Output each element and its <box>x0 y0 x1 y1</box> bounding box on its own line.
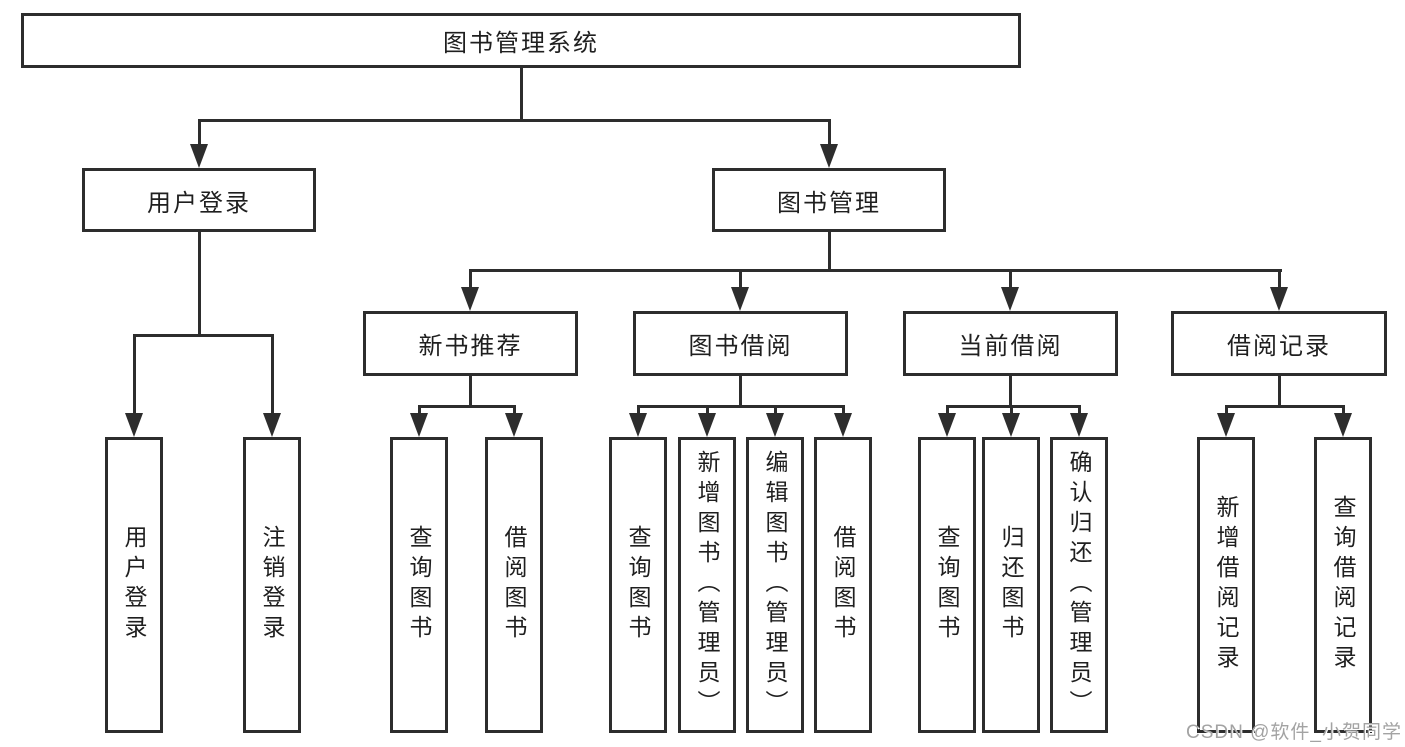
leaf-query-borrow-record-label: 查询借阅记录 <box>1330 495 1356 675</box>
leaf-query-books-recommend-label: 查询图书 <box>406 525 432 645</box>
node-book-borrowing: 图书借阅 <box>633 311 848 376</box>
arrow-down-icon <box>505 413 523 437</box>
node-borrowing-records-label: 借阅记录 <box>1227 333 1331 360</box>
node-book-management-label: 图书管理 <box>777 189 881 217</box>
node-book-management: 图书管理 <box>712 168 946 232</box>
leaf-query-books-current: 查询图书 <box>918 437 976 733</box>
arrow-down-icon <box>1001 287 1019 311</box>
node-root-label: 图书管理系统 <box>443 30 599 57</box>
leaf-user-login: 用户登录 <box>105 437 163 733</box>
leaf-confirm-return-admin: 确认归还（管理员） <box>1050 437 1108 733</box>
node-current-borrowing: 当前借阅 <box>903 311 1118 376</box>
arrow-down-icon <box>834 413 852 437</box>
leaf-logout-login: 注销登录 <box>243 437 301 733</box>
leaf-edit-book-admin-label: 编辑图书（管理员） <box>762 450 788 720</box>
connector-line <box>198 232 201 336</box>
leaf-add-book-admin-label: 新增图书（管理员） <box>694 450 720 720</box>
connector-line <box>1342 405 1345 417</box>
connector-line <box>739 376 742 407</box>
arrow-down-icon <box>698 413 716 437</box>
connector-line <box>271 334 274 416</box>
connector-line <box>637 405 640 417</box>
connector-line <box>774 405 777 417</box>
connector-line <box>133 334 274 337</box>
leaf-borrow-books-recommend: 借阅图书 <box>485 437 543 733</box>
connector-line <box>133 334 136 416</box>
arrow-down-icon <box>461 287 479 311</box>
connector-line <box>469 269 1282 272</box>
connector-line <box>418 405 421 417</box>
connector-line <box>469 269 472 290</box>
leaf-return-books-label: 归还图书 <box>998 525 1024 645</box>
connector-line <box>1009 376 1012 407</box>
arrow-down-icon <box>1070 413 1088 437</box>
arrow-down-icon <box>766 413 784 437</box>
arrow-down-icon <box>1217 413 1235 437</box>
arrow-down-icon <box>125 413 143 437</box>
node-new-book-recommendation: 新书推荐 <box>363 311 578 376</box>
connector-line <box>1225 405 1228 417</box>
arrow-down-icon <box>1334 413 1352 437</box>
node-current-borrowing-label: 当前借阅 <box>958 333 1063 360</box>
connector-line <box>946 405 1081 408</box>
connector-line <box>706 405 709 417</box>
connector-line <box>1009 269 1012 290</box>
leaf-query-books-borrowing: 查询图书 <box>609 437 667 733</box>
leaf-return-books: 归还图书 <box>982 437 1040 733</box>
arrow-down-icon <box>938 413 956 437</box>
leaf-confirm-return-admin-label: 确认归还（管理员） <box>1066 450 1092 720</box>
leaf-query-books-recommend: 查询图书 <box>390 437 448 733</box>
connector-line <box>520 68 523 121</box>
leaf-edit-book-admin: 编辑图书（管理员） <box>746 437 804 733</box>
node-user-login: 用户登录 <box>82 168 316 232</box>
connector-line <box>469 376 472 407</box>
leaf-add-borrow-record: 新增借阅记录 <box>1197 437 1255 733</box>
arrow-down-icon <box>629 413 647 437</box>
leaf-logout-login-label: 注销登录 <box>259 525 285 645</box>
node-new-book-recommendation-label: 新书推荐 <box>418 333 523 360</box>
connector-line <box>198 119 201 147</box>
connector-line <box>739 269 742 290</box>
leaf-user-login-label: 用户登录 <box>121 525 147 645</box>
connector-line <box>418 405 516 408</box>
arrow-down-icon <box>190 144 208 168</box>
node-root: 图书管理系统 <box>21 13 1021 68</box>
connector-line <box>946 405 949 417</box>
arrow-down-icon <box>1002 413 1020 437</box>
connector-line <box>198 119 831 122</box>
leaf-borrow-books-borrowing: 借阅图书 <box>814 437 872 733</box>
connector-line <box>513 405 516 417</box>
node-book-borrowing-label: 图书借阅 <box>688 333 793 360</box>
arrow-down-icon <box>731 287 749 311</box>
leaf-query-books-current-label: 查询图书 <box>934 525 960 645</box>
connector-line <box>828 119 831 147</box>
connector-line <box>1278 376 1281 407</box>
connector-line <box>1278 269 1281 290</box>
leaf-query-borrow-record: 查询借阅记录 <box>1314 437 1372 733</box>
connector-line <box>1078 405 1081 417</box>
connector-line <box>828 232 831 272</box>
connector-line <box>1010 405 1013 417</box>
arrow-down-icon <box>820 144 838 168</box>
arrow-down-icon <box>1270 287 1288 311</box>
connector-line <box>637 405 845 408</box>
leaf-borrow-books-recommend-label: 借阅图书 <box>501 525 527 645</box>
leaf-add-book-admin: 新增图书（管理员） <box>678 437 736 733</box>
connector-line <box>1225 405 1345 408</box>
node-user-login-label: 用户登录 <box>147 189 251 217</box>
arrow-down-icon <box>263 413 281 437</box>
leaf-add-borrow-record-label: 新增借阅记录 <box>1213 495 1239 675</box>
node-borrowing-records: 借阅记录 <box>1171 311 1387 376</box>
leaf-query-books-borrowing-label: 查询图书 <box>625 525 651 645</box>
csdn-watermark: CSDN @软件_小贺同学 <box>1186 722 1402 743</box>
arrow-down-icon <box>410 413 428 437</box>
leaf-borrow-books-borrowing-label: 借阅图书 <box>830 525 856 645</box>
connector-line <box>842 405 845 417</box>
